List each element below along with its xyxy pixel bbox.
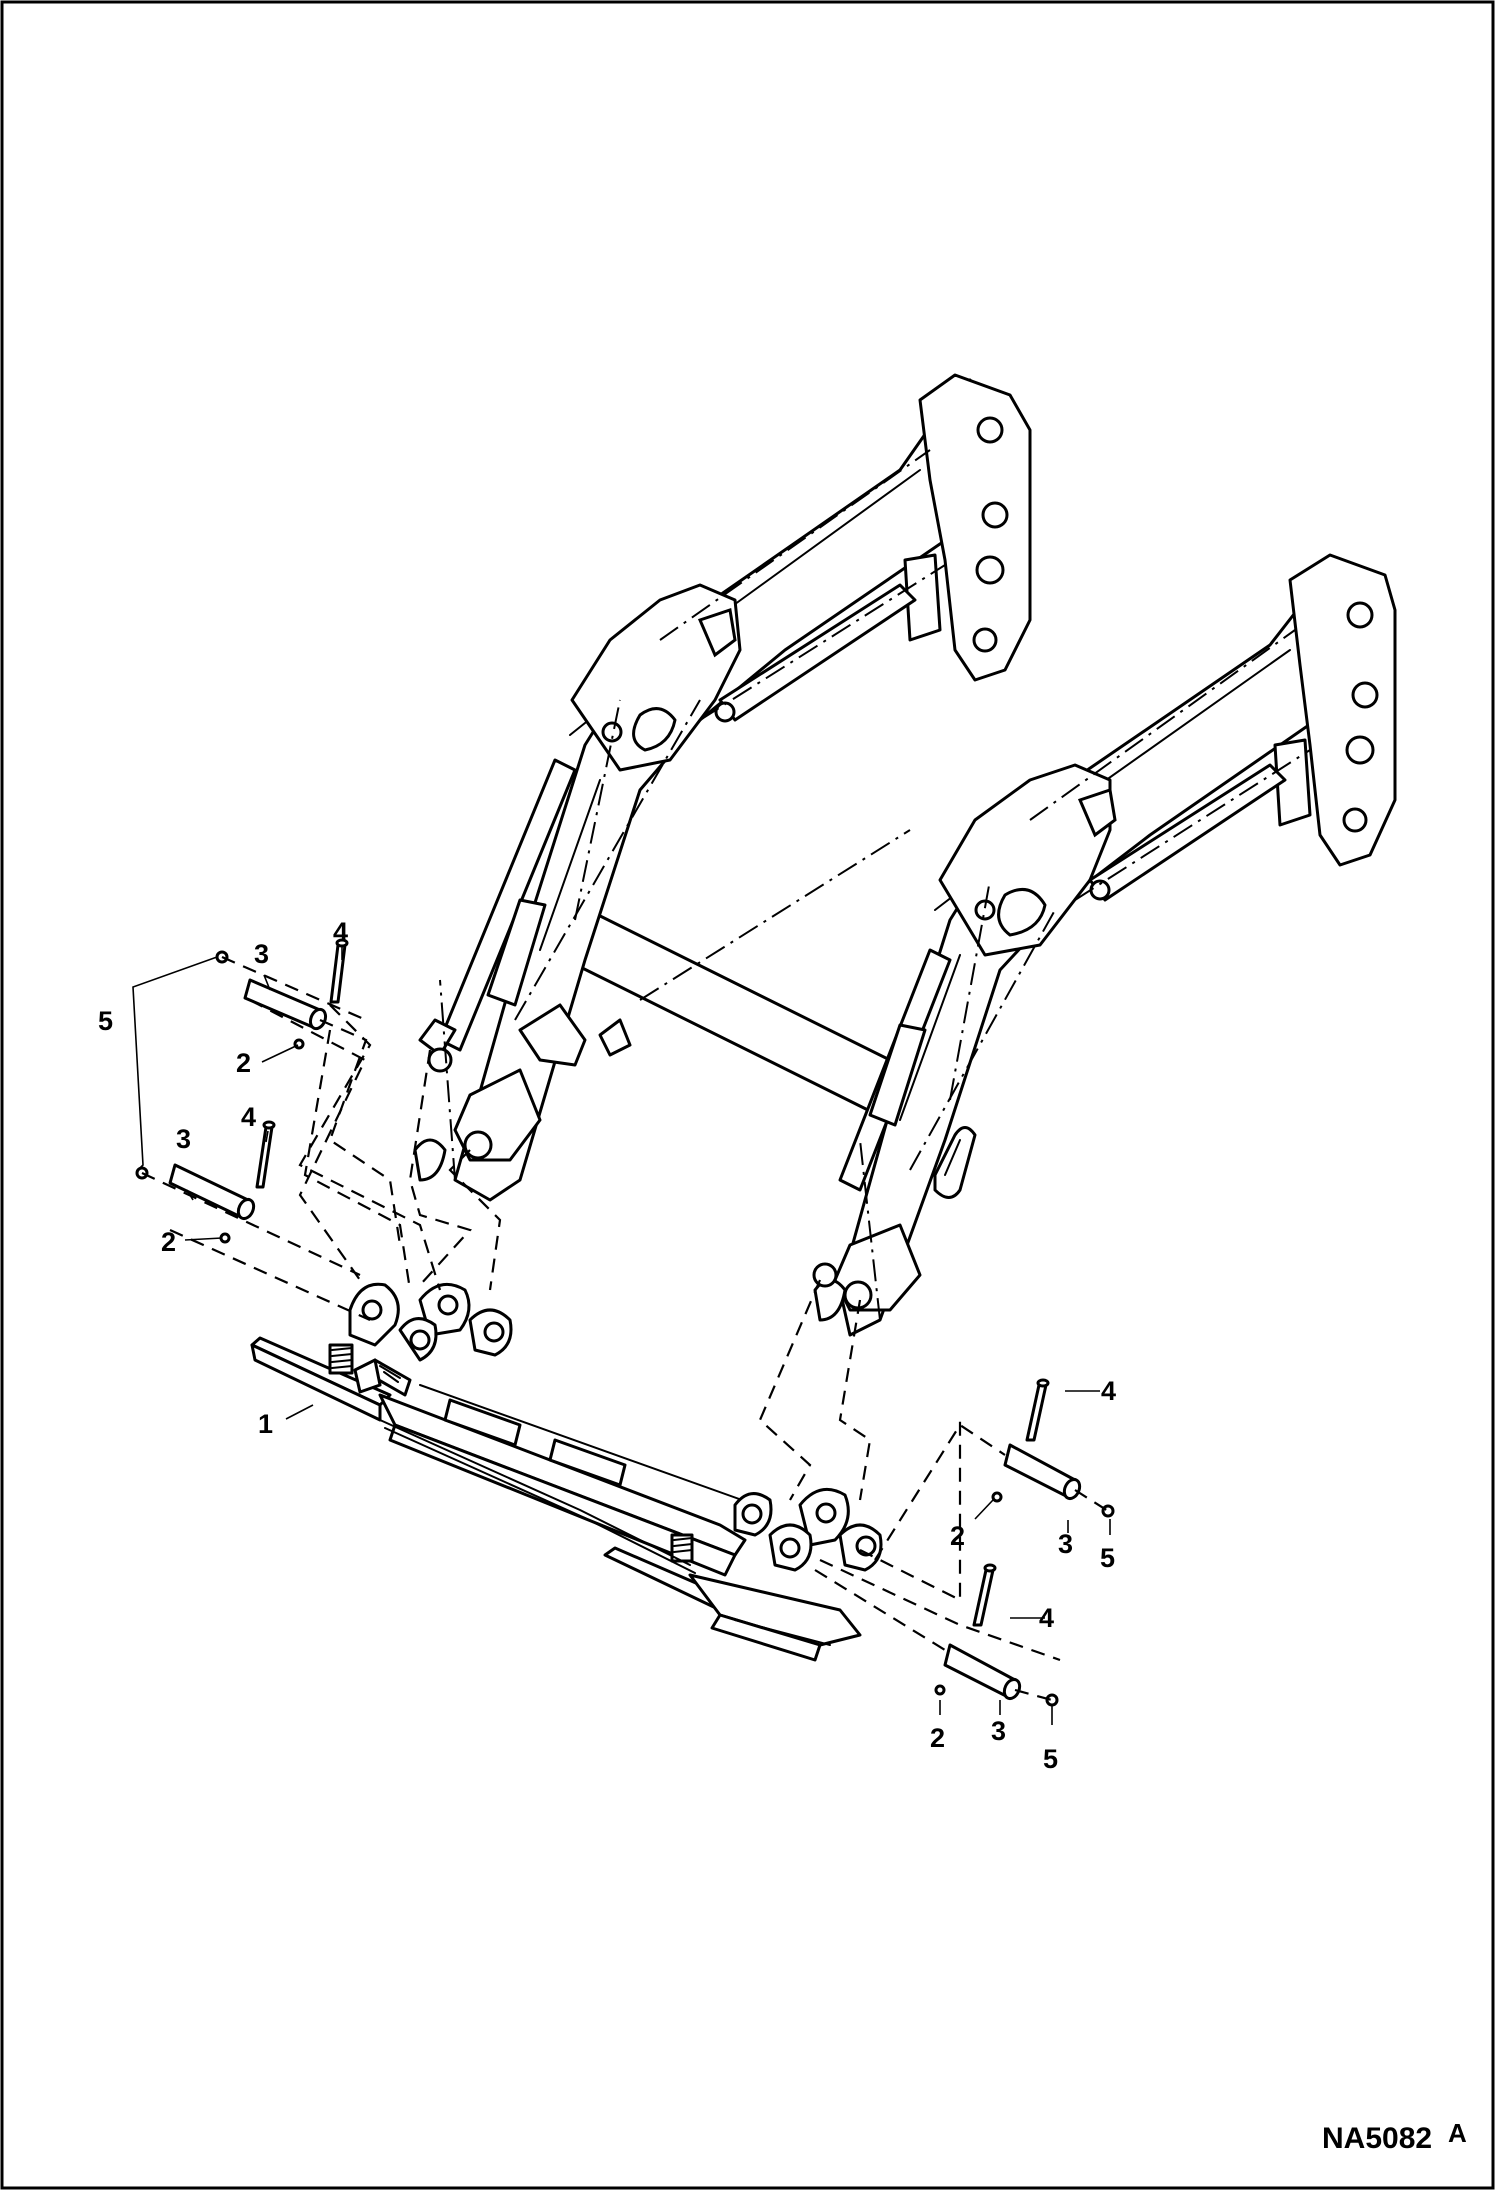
callout-5: 5 bbox=[98, 1006, 113, 1036]
mounting-frame bbox=[250, 1282, 883, 1662]
left-lift-arm bbox=[413, 373, 1032, 1202]
callout-2: 2 bbox=[930, 1723, 945, 1753]
callout-4: 4 bbox=[1101, 1376, 1116, 1406]
callout-3: 3 bbox=[1058, 1529, 1073, 1559]
right-upper-bolt bbox=[1025, 1383, 1048, 1442]
left-lower-washer bbox=[219, 1232, 231, 1244]
callout-2: 2 bbox=[161, 1227, 176, 1257]
right-upper-pin-set bbox=[874, 1378, 1115, 1561]
callout-leaders bbox=[132, 947, 1111, 1725]
right-lower-bolt bbox=[972, 1568, 995, 1627]
callout-3: 3 bbox=[254, 939, 269, 969]
callout-4: 4 bbox=[1039, 1603, 1054, 1633]
callout-3: 3 bbox=[176, 1124, 191, 1154]
left-upper-washer bbox=[293, 1038, 305, 1050]
left-upper-bolt bbox=[329, 943, 347, 1004]
figure-revision: A bbox=[1448, 2118, 1467, 2148]
right-lower-washer bbox=[934, 1684, 946, 1696]
figure-number: NA5082 bbox=[1322, 2122, 1432, 2155]
right-upper-washer bbox=[991, 1491, 1003, 1503]
left-spring-latch bbox=[328, 1343, 412, 1397]
callout-labels: 3 4 5 2 3 4 2 1 4 2 3 5 4 2 3 5 bbox=[98, 917, 1116, 1774]
callout-4: 4 bbox=[241, 1102, 256, 1132]
right-lower-pin-set bbox=[814, 1563, 1059, 1707]
left-lower-bolt bbox=[255, 1125, 274, 1189]
figure-reference: NA5082 A bbox=[1322, 2118, 1467, 2155]
callout-3: 3 bbox=[991, 1716, 1006, 1746]
callout-5: 5 bbox=[1100, 1543, 1115, 1573]
callout-4: 4 bbox=[333, 917, 348, 947]
callout-2: 2 bbox=[236, 1048, 251, 1078]
callout-1: 1 bbox=[258, 1409, 273, 1439]
loader-frame bbox=[413, 373, 1397, 1337]
right-lift-arm bbox=[812, 553, 1397, 1337]
callout-5: 5 bbox=[1043, 1744, 1058, 1774]
callout-2: 2 bbox=[950, 1521, 965, 1551]
assembly-lines bbox=[169, 449, 1311, 1662]
